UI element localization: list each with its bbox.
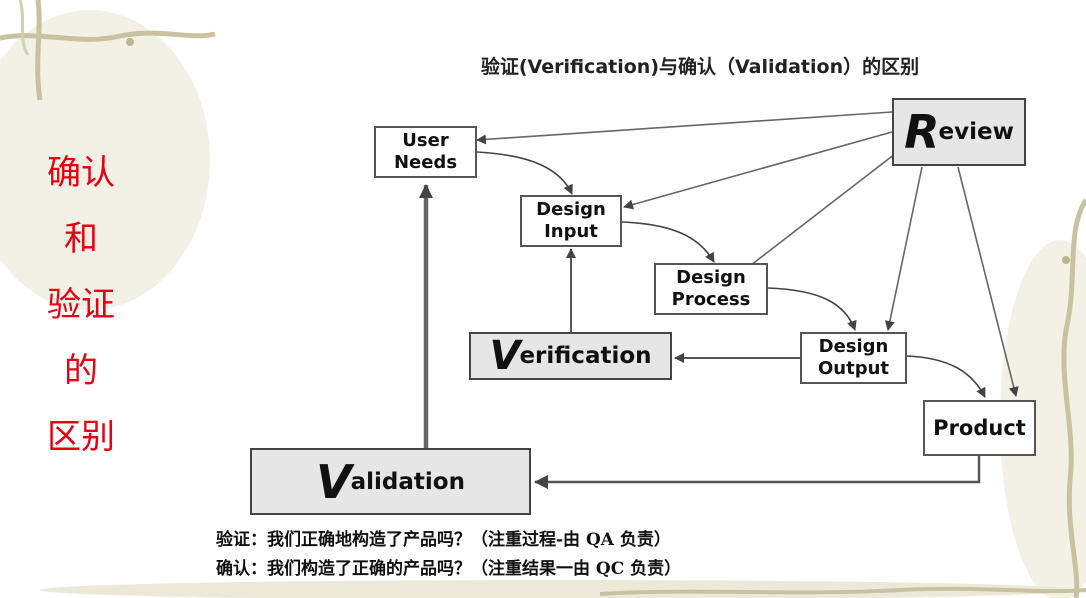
validation-initial: V [316,454,352,509]
verification-initial: V [489,333,520,379]
node-label: Design [818,336,889,357]
node-product: Product [923,400,1036,456]
side-title-line: 验证 [47,285,115,325]
node-label: Product [933,416,1026,440]
note-validation: 确认：我们构造了正确的产品吗？（注重结果一由 QC 负责） [216,559,682,579]
side-title-line: 确认 [47,153,115,193]
validation-rest: alidation [350,468,465,495]
verification-rest: erification [519,343,652,369]
node-design-process: Design Process [654,263,768,315]
node-design-input: Design Input [520,195,622,247]
node-label: Design [536,199,606,220]
node-label: Input [544,221,598,242]
node-label: Output [817,358,890,379]
node-label: User [402,130,449,151]
side-title: 确认 和 验证 的 区别 [38,140,124,470]
node-design-output: Design Output [800,332,907,384]
side-title-line: 和 [64,219,98,259]
review-rest: eview [938,119,1014,145]
node-label: Needs [393,152,458,173]
notes: 验证：我们正确地构造了产品吗？（注重过程-由 QA 负责） 确认：我们构造了正确… [216,526,681,584]
node-label: Design [676,267,746,288]
side-title-line: 区别 [47,417,115,457]
side-title-line: 的 [64,351,98,391]
node-label: Process [671,289,751,310]
diagram-title: 验证(Verification)与确认（Validation）的区别 [480,56,920,78]
review-initial: R [904,105,939,159]
node-user-needs: User Needs [374,126,477,178]
note-verification: 验证：我们正确地构造了产品吗？（注重过程-由 QA 负责） [216,530,671,550]
